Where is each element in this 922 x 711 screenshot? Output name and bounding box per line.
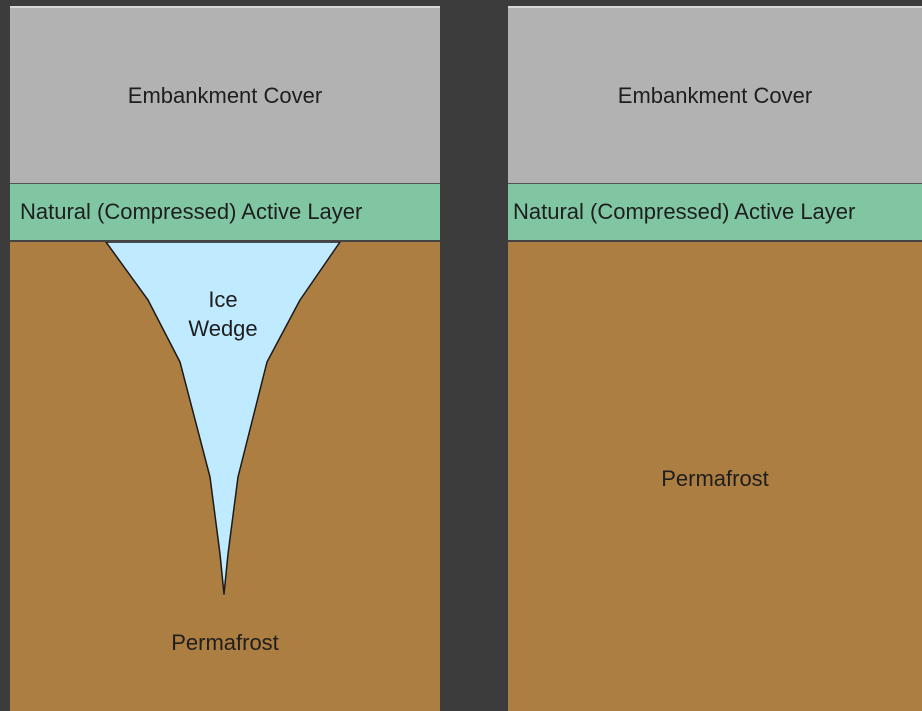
ice-wedge-shape (105, 242, 341, 595)
top-edge (10, 6, 440, 8)
embankment-cover-layer: Embankment Cover (10, 8, 440, 184)
permafrost-label: Permafrost (661, 466, 769, 491)
ice-wedge-label-line2: Wedge (188, 316, 258, 341)
embankment-cover-label: Embankment Cover (127, 83, 323, 108)
active-layer-label: Natural (Compressed) Active Layer (20, 199, 363, 224)
permafrost-layer: Permafrost (508, 242, 922, 711)
active-layer: Natural (Compressed) Active Layer (508, 184, 922, 242)
permafrost-label: Permafrost (171, 630, 279, 655)
diagram-with-ice-wedge: Embankment Cover Natural (Compressed) Ac… (10, 0, 440, 711)
active-layer: Natural (Compressed) Active Layer (10, 184, 440, 242)
embankment-cover-layer: Embankment Cover (508, 8, 922, 184)
diagram-without-ice-wedge: Embankment Cover Natural (Compressed) Ac… (508, 0, 922, 711)
top-edge (508, 6, 922, 8)
embankment-cover-label: Embankment Cover (617, 83, 813, 108)
ice-wedge-label-line1: Ice (208, 287, 238, 312)
active-layer-label: Natural (Compressed) Active Layer (513, 199, 856, 224)
